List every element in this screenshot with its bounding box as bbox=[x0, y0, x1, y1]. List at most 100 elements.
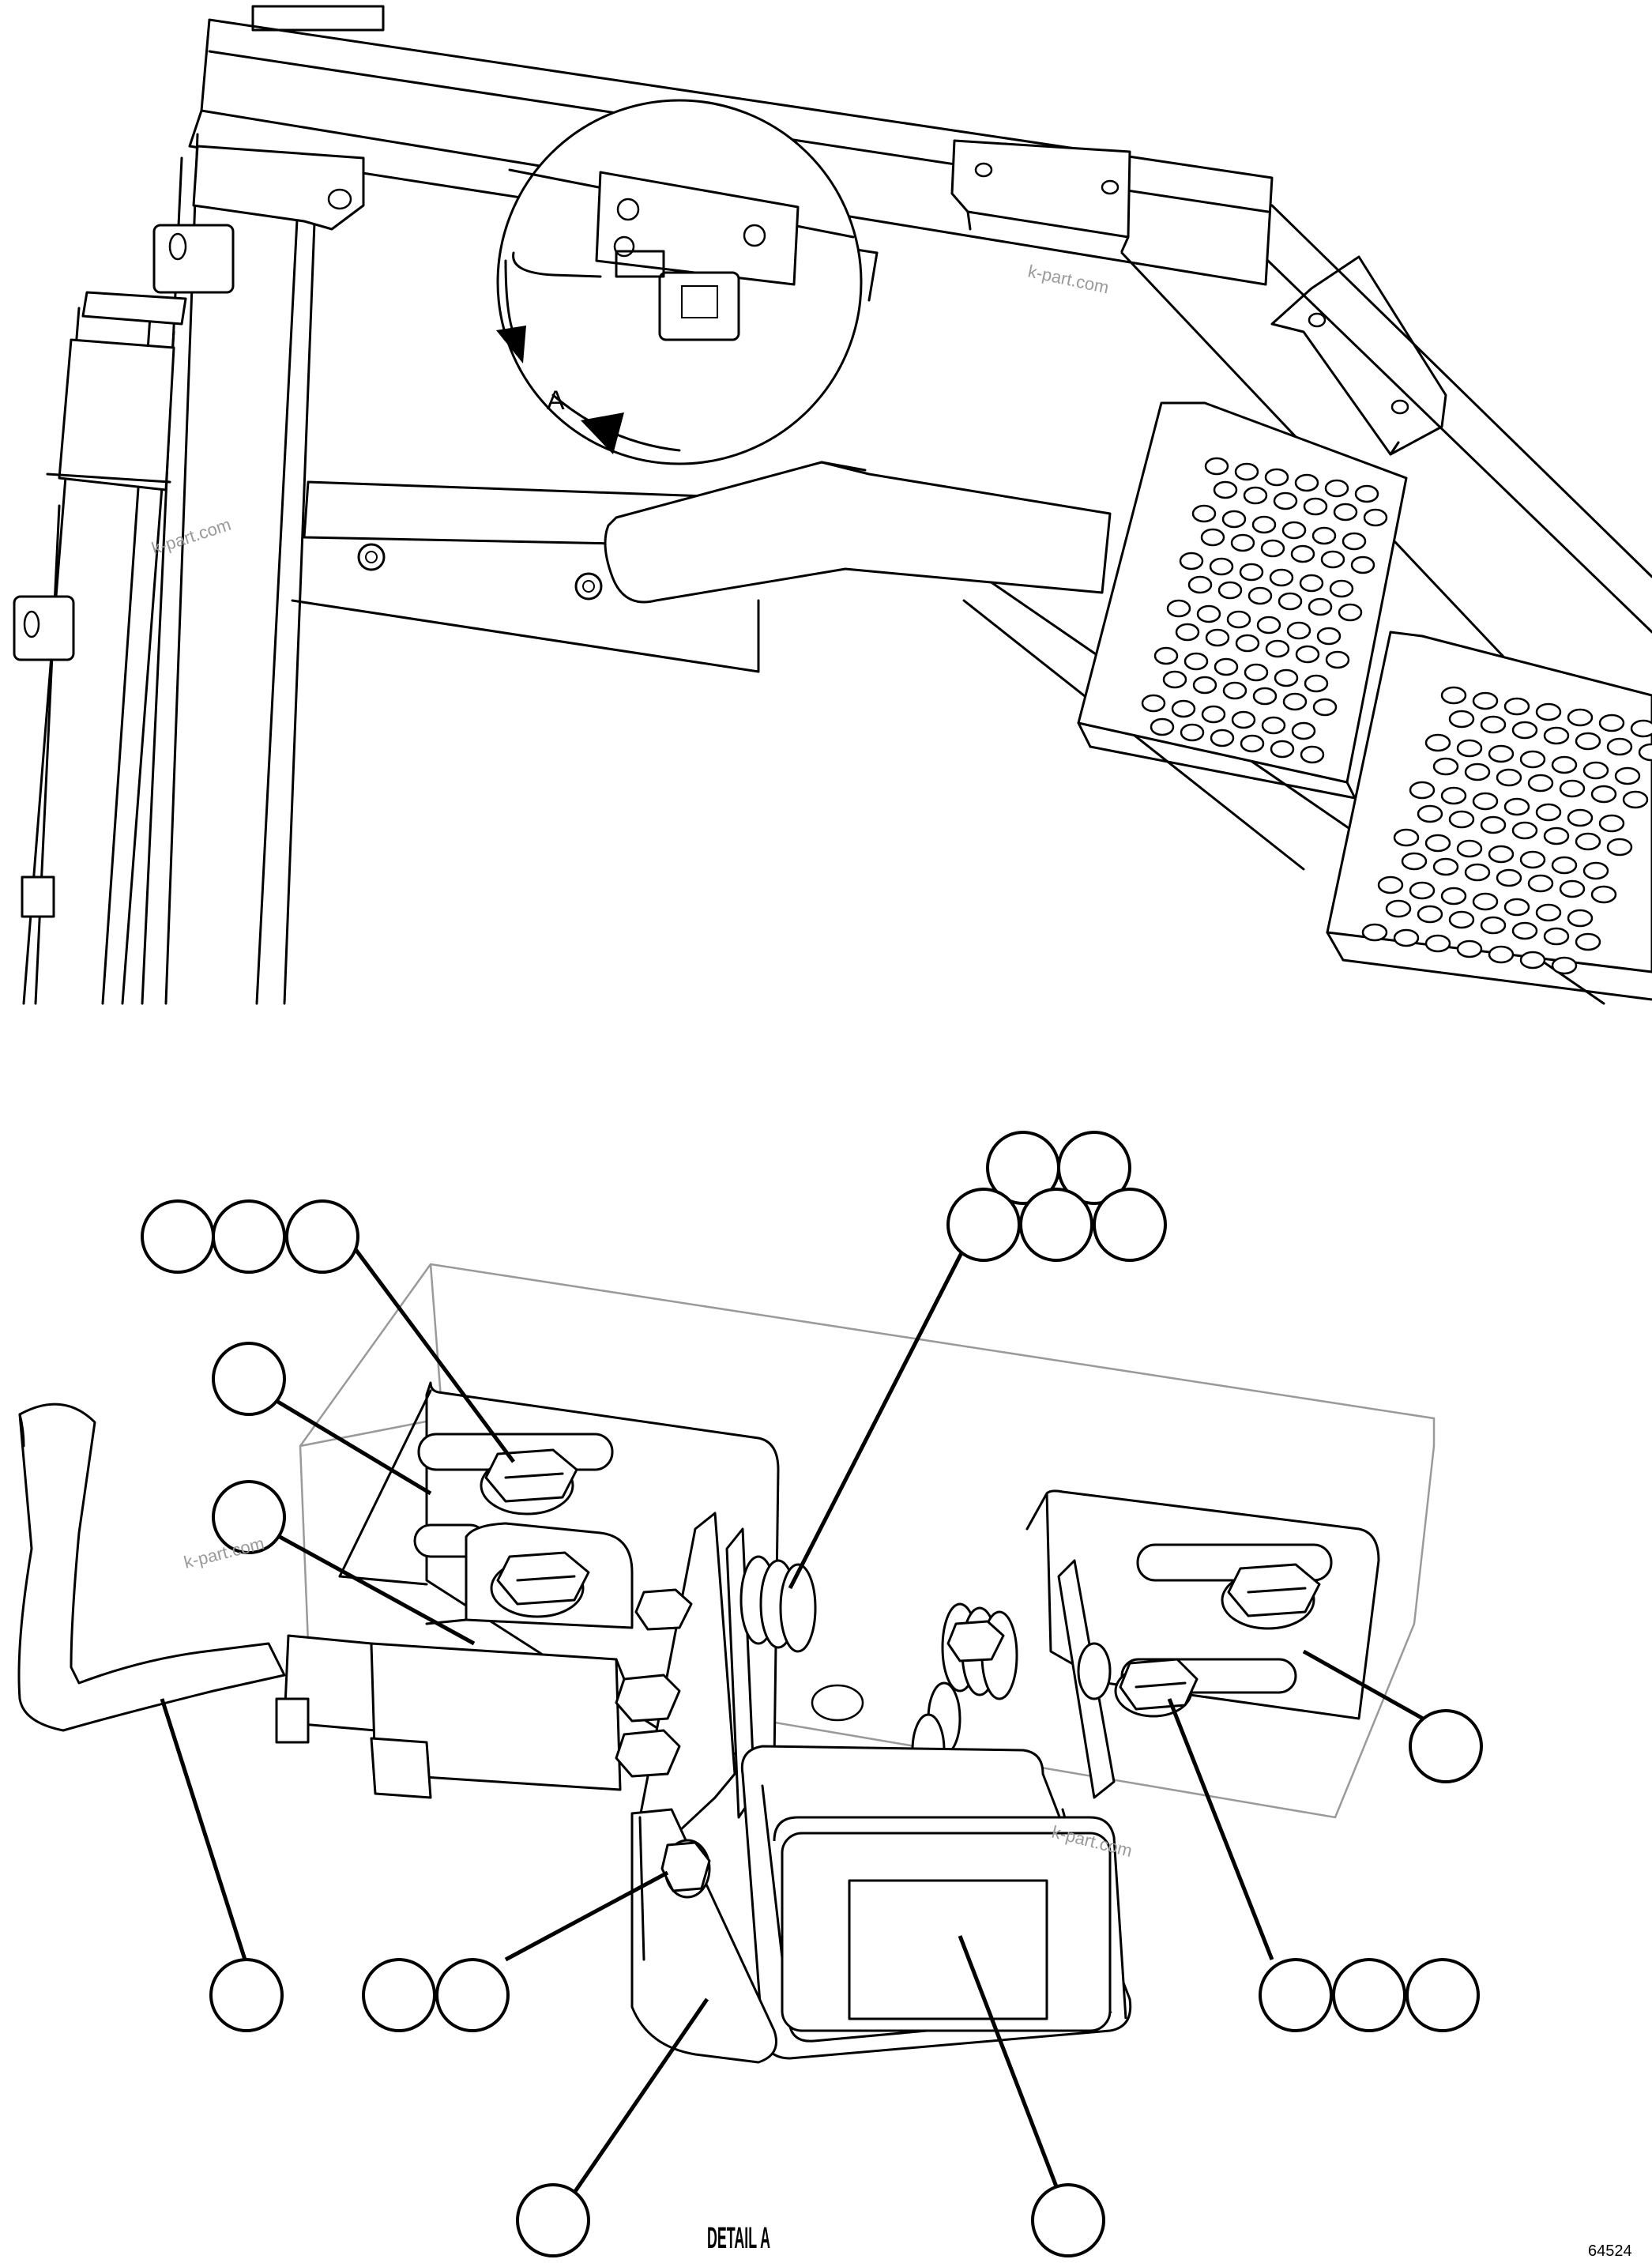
tread-hole bbox=[1295, 645, 1320, 664]
view-arrow bbox=[496, 326, 624, 454]
tread-hole bbox=[1448, 910, 1475, 929]
tread-hole bbox=[1247, 586, 1273, 605]
tread-hole bbox=[1575, 832, 1601, 851]
detail-callout bbox=[496, 99, 863, 465]
vertical-post bbox=[141, 133, 365, 1005]
tread-hole bbox=[1511, 921, 1538, 940]
tread-hole bbox=[1432, 757, 1459, 776]
tread-hole bbox=[1535, 702, 1562, 721]
tread-hole bbox=[1519, 750, 1546, 769]
sensor-housing bbox=[630, 1745, 1132, 2064]
hex-bolt bbox=[1221, 1563, 1321, 1630]
tread-hole bbox=[1205, 628, 1230, 647]
tread-hole bbox=[1235, 634, 1260, 653]
tread-hole bbox=[1213, 480, 1238, 499]
tread-hole bbox=[1196, 604, 1221, 623]
tread-hole bbox=[1201, 705, 1226, 724]
tread-hole bbox=[1270, 740, 1295, 759]
tread-hole bbox=[1183, 652, 1209, 671]
tread-hole bbox=[1260, 539, 1285, 558]
overview-view: A k-part.com k-part.com bbox=[13, 5, 1652, 1005]
tread-hole bbox=[1162, 670, 1187, 689]
tread-hole bbox=[1503, 797, 1530, 816]
tread-hole bbox=[1559, 779, 1586, 798]
tread-hole bbox=[1286, 621, 1311, 640]
tread-hole bbox=[1456, 939, 1483, 958]
tread-hole bbox=[1511, 721, 1538, 740]
tread-hole bbox=[1472, 792, 1499, 811]
tread-hole bbox=[1166, 599, 1191, 618]
tread-hole bbox=[1192, 676, 1217, 695]
tread-hole bbox=[1278, 592, 1303, 611]
tread-hole bbox=[1311, 526, 1337, 545]
tread-hole bbox=[1464, 863, 1491, 882]
tread-hole bbox=[1244, 663, 1269, 682]
tread-hole bbox=[1567, 808, 1594, 827]
tread-hole bbox=[1401, 852, 1428, 871]
stair-tread bbox=[1077, 401, 1408, 800]
tread-hole bbox=[1440, 786, 1467, 805]
tread-hole bbox=[1320, 550, 1345, 569]
tread-hole bbox=[1204, 457, 1229, 476]
tread-hole bbox=[1393, 828, 1420, 847]
tread-hole bbox=[1409, 881, 1436, 900]
tread-hole bbox=[1187, 575, 1213, 594]
tread-hole bbox=[1308, 597, 1333, 616]
tread-hole bbox=[1294, 473, 1319, 492]
tread-hole bbox=[1456, 739, 1483, 758]
tread-hole bbox=[1535, 903, 1562, 922]
hex-bolt bbox=[490, 1551, 590, 1618]
tread-hole bbox=[1598, 814, 1625, 833]
tread-hole bbox=[1191, 504, 1217, 523]
tread-hole bbox=[1409, 781, 1436, 800]
tread-hole bbox=[1273, 491, 1298, 510]
tread-hole bbox=[1417, 905, 1443, 924]
tread-hole bbox=[1240, 734, 1265, 753]
tread-hole bbox=[1496, 868, 1522, 887]
tread-hole bbox=[1217, 581, 1243, 600]
tread-hole bbox=[1448, 810, 1475, 829]
drawing-number: 64524 bbox=[1588, 2242, 1632, 2260]
tread-hole bbox=[1226, 610, 1251, 629]
tread-hole bbox=[1488, 945, 1515, 964]
tread-hole bbox=[1567, 909, 1594, 928]
tread-hole bbox=[1543, 927, 1570, 946]
hex-bolt bbox=[660, 1839, 711, 1899]
tread-hole bbox=[1221, 510, 1247, 529]
tread-hole bbox=[1230, 533, 1255, 552]
tread-hole bbox=[1551, 755, 1578, 774]
tread-hole bbox=[1316, 627, 1342, 646]
detail-a-view: k-part.com k-part.com DETAIL A 64524 bbox=[17, 1131, 1632, 2260]
tread-hole bbox=[1264, 468, 1289, 487]
tread-hole bbox=[1440, 686, 1467, 705]
tread-hole bbox=[1200, 528, 1225, 547]
handle bbox=[604, 461, 1112, 604]
tread-hole bbox=[1342, 532, 1367, 551]
watermark: k-part.com bbox=[1026, 261, 1111, 297]
tread-hole bbox=[1393, 928, 1420, 947]
tread-hole bbox=[1171, 699, 1196, 718]
tread-hole bbox=[1303, 497, 1328, 516]
tread-hole bbox=[1290, 544, 1315, 563]
tread-hole bbox=[1338, 603, 1363, 622]
item-bubble-group bbox=[946, 1131, 1167, 1262]
tread-hole bbox=[1329, 579, 1354, 598]
mounting-pad bbox=[1270, 255, 1447, 456]
tread-hole bbox=[1511, 821, 1538, 840]
mounting-pad bbox=[950, 139, 1131, 253]
tread-hole bbox=[1243, 486, 1268, 505]
tread-hole bbox=[1582, 861, 1609, 880]
tread-hole bbox=[1312, 698, 1338, 717]
tread-hole bbox=[1480, 715, 1507, 734]
tread-hole bbox=[1179, 552, 1204, 570]
view-label: A bbox=[547, 386, 565, 416]
tread-hole bbox=[1503, 898, 1530, 917]
tread-hole bbox=[1304, 674, 1329, 693]
tread-hole bbox=[1175, 623, 1200, 642]
tread-hole bbox=[1622, 790, 1649, 809]
tread-hole bbox=[1575, 732, 1601, 751]
tread-hole bbox=[1606, 838, 1633, 857]
tread-hole bbox=[1354, 484, 1379, 503]
tread-hole bbox=[1251, 515, 1277, 534]
item-bubble-group bbox=[141, 1199, 359, 1274]
